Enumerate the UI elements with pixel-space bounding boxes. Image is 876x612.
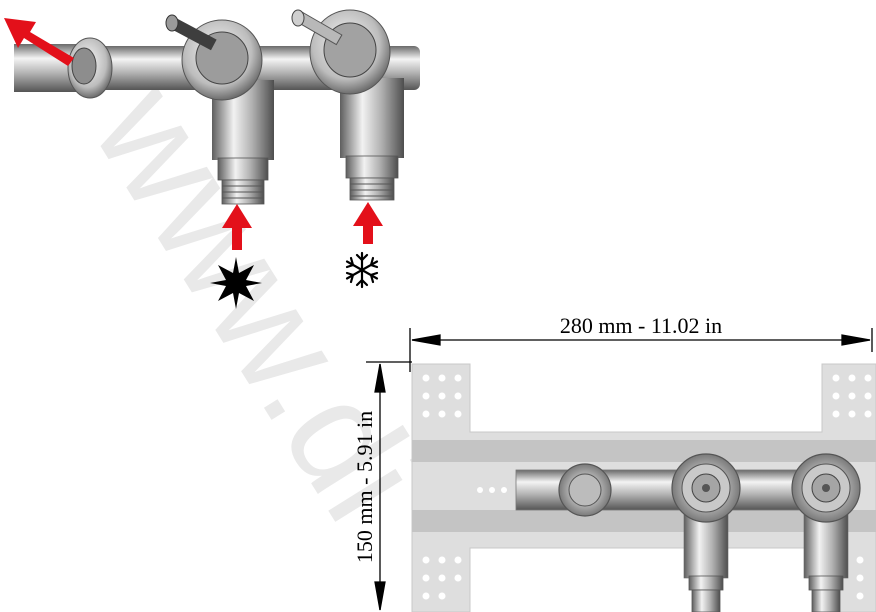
hot-inlet-arrow (222, 204, 252, 250)
height-dimension-label: 150 mm - 5.91 in (352, 411, 377, 563)
outlet-arrow (4, 18, 74, 66)
cold-inlet-arrow (353, 202, 383, 244)
valve-3d-view (14, 9, 420, 205)
sun-icon (210, 257, 262, 309)
mounting-plate-front-view (411, 363, 876, 612)
width-dimension-label: 280 mm - 11.02 in (560, 313, 722, 338)
width-dimension (409, 328, 873, 372)
snowflake-icon (345, 251, 379, 289)
height-dimension (366, 361, 412, 611)
flow-arrows (4, 18, 383, 250)
